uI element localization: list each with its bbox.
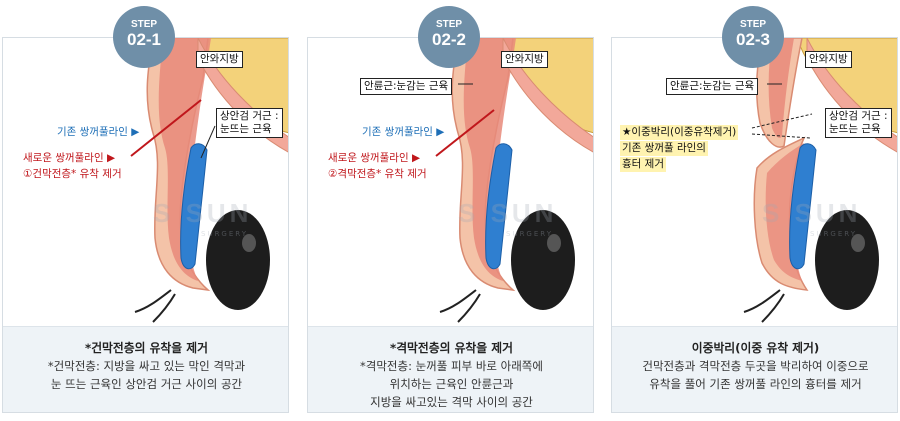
- step-badge-3: STEP 02-3: [722, 6, 784, 68]
- eyelid-anatomy-svg: [130, 38, 288, 323]
- eyelid-illustration: S SUN SURGERY 안와지방 상안검 거근 : 눈뜨는 근육 기존 쌍꺼…: [3, 38, 288, 326]
- watermark: S SUN: [153, 198, 253, 228]
- caption: 이중박리(이중 유착 제거) 건막전층과 격막전층 두곳을 박리하여 이중으로 …: [612, 326, 897, 412]
- step-number: 02-3: [735, 30, 771, 49]
- eyelid-illustration: S SUN SURGERY 안와지방 안륜근:눈감는 근육 상안검 거근 : 눈…: [612, 38, 897, 326]
- label-old-line: 기존 쌍꺼풀라인 ▶: [362, 126, 445, 138]
- watermark: S SUN: [458, 198, 558, 228]
- eyelid-anatomy-svg: [435, 38, 593, 323]
- caption-line: 눈 뜨는 근육인 상안검 거근 사이의 공간: [50, 377, 243, 391]
- label-new-line: 새로운 쌍꺼풀라인 ▶: [328, 152, 421, 164]
- watermark-sub: SURGERY: [506, 230, 553, 238]
- label-levator: 상안검 거근 : 눈뜨는 근육: [216, 108, 283, 138]
- label-removal: ①건막전층* 유착 제거: [23, 168, 122, 180]
- label-fat: 안와지방: [196, 51, 243, 68]
- label-orbicularis: 안륜근:눈감는 근육: [666, 78, 759, 95]
- step-number: 02-2: [431, 30, 467, 49]
- step-badge-2: STEP 02-2: [418, 6, 480, 68]
- caption-line: 지방을 싸고있는 격막 사이의 공간: [370, 395, 533, 409]
- caption-line: 건막전층과 격막전층 두곳을 박리하여 이중으로: [642, 359, 869, 373]
- label-removal: ②격막전층* 유착 제거: [328, 168, 427, 180]
- step-label: STEP: [130, 19, 158, 30]
- step-label: STEP: [739, 19, 767, 30]
- label-levator: 상안검 거근 : 눈뜨는 근육: [825, 108, 892, 138]
- label-fat: 안와지방: [805, 51, 852, 68]
- step-panel-3: S SUN SURGERY 안와지방 안륜근:눈감는 근육 상안검 거근 : 눈…: [611, 37, 898, 413]
- step-panel-2: S SUN SURGERY 안와지방 안륜근:눈감는 근육 기존 쌍꺼풀라인 ▶…: [307, 37, 594, 413]
- watermark: S SUN: [762, 198, 862, 228]
- caption-title: 이중박리(이중 유착 제거): [691, 341, 820, 355]
- caption-line: *격막전층: 눈꺼풀 피부 바로 아래쪽에: [360, 359, 543, 373]
- caption-line: 위치하는 근육인 안륜근과: [389, 377, 514, 391]
- label-orbicularis: 안륜근:눈감는 근육: [360, 78, 453, 95]
- label-double-peel-3: 흉터 제거: [620, 157, 666, 172]
- step-panel-1: S SUN SURGERY 안와지방 상안검 거근 : 눈뜨는 근육 기존 쌍꺼…: [2, 37, 289, 413]
- caption: *건막전층의 유착을 제거 *건막전층: 지방을 싸고 있는 막인 격막과 눈 …: [3, 326, 288, 412]
- caption-line: *건막전층: 지방을 싸고 있는 막인 격막과: [47, 359, 246, 373]
- label-double-peel-2: 기존 쌍꺼풀 라인의: [620, 141, 708, 156]
- step-number: 02-1: [126, 30, 162, 49]
- label-new-line: 새로운 쌍꺼풀라인 ▶: [23, 152, 116, 164]
- caption-title: *건막전층의 유착을 제거: [85, 341, 208, 355]
- watermark-sub: SURGERY: [810, 230, 857, 238]
- caption-line: 유착을 풀어 기존 쌍꺼풀 라인의 흉터를 제거: [649, 377, 862, 391]
- eyelid-illustration: S SUN SURGERY 안와지방 안륜근:눈감는 근육 기존 쌍꺼풀라인 ▶…: [308, 38, 593, 326]
- caption: *격막전층의 유착을 제거 *격막전층: 눈꺼풀 피부 바로 아래쪽에 위치하는…: [308, 326, 593, 412]
- label-fat: 안와지방: [501, 51, 548, 68]
- watermark-sub: SURGERY: [201, 230, 248, 238]
- label-old-line: 기존 쌍꺼풀라인 ▶: [57, 126, 140, 138]
- step-label: STEP: [435, 19, 463, 30]
- caption-title: *격막전층의 유착을 제거: [390, 341, 513, 355]
- label-double-peel-1: ★이중박리(이중유착제거): [620, 125, 739, 140]
- step-badge-1: STEP 02-1: [113, 6, 175, 68]
